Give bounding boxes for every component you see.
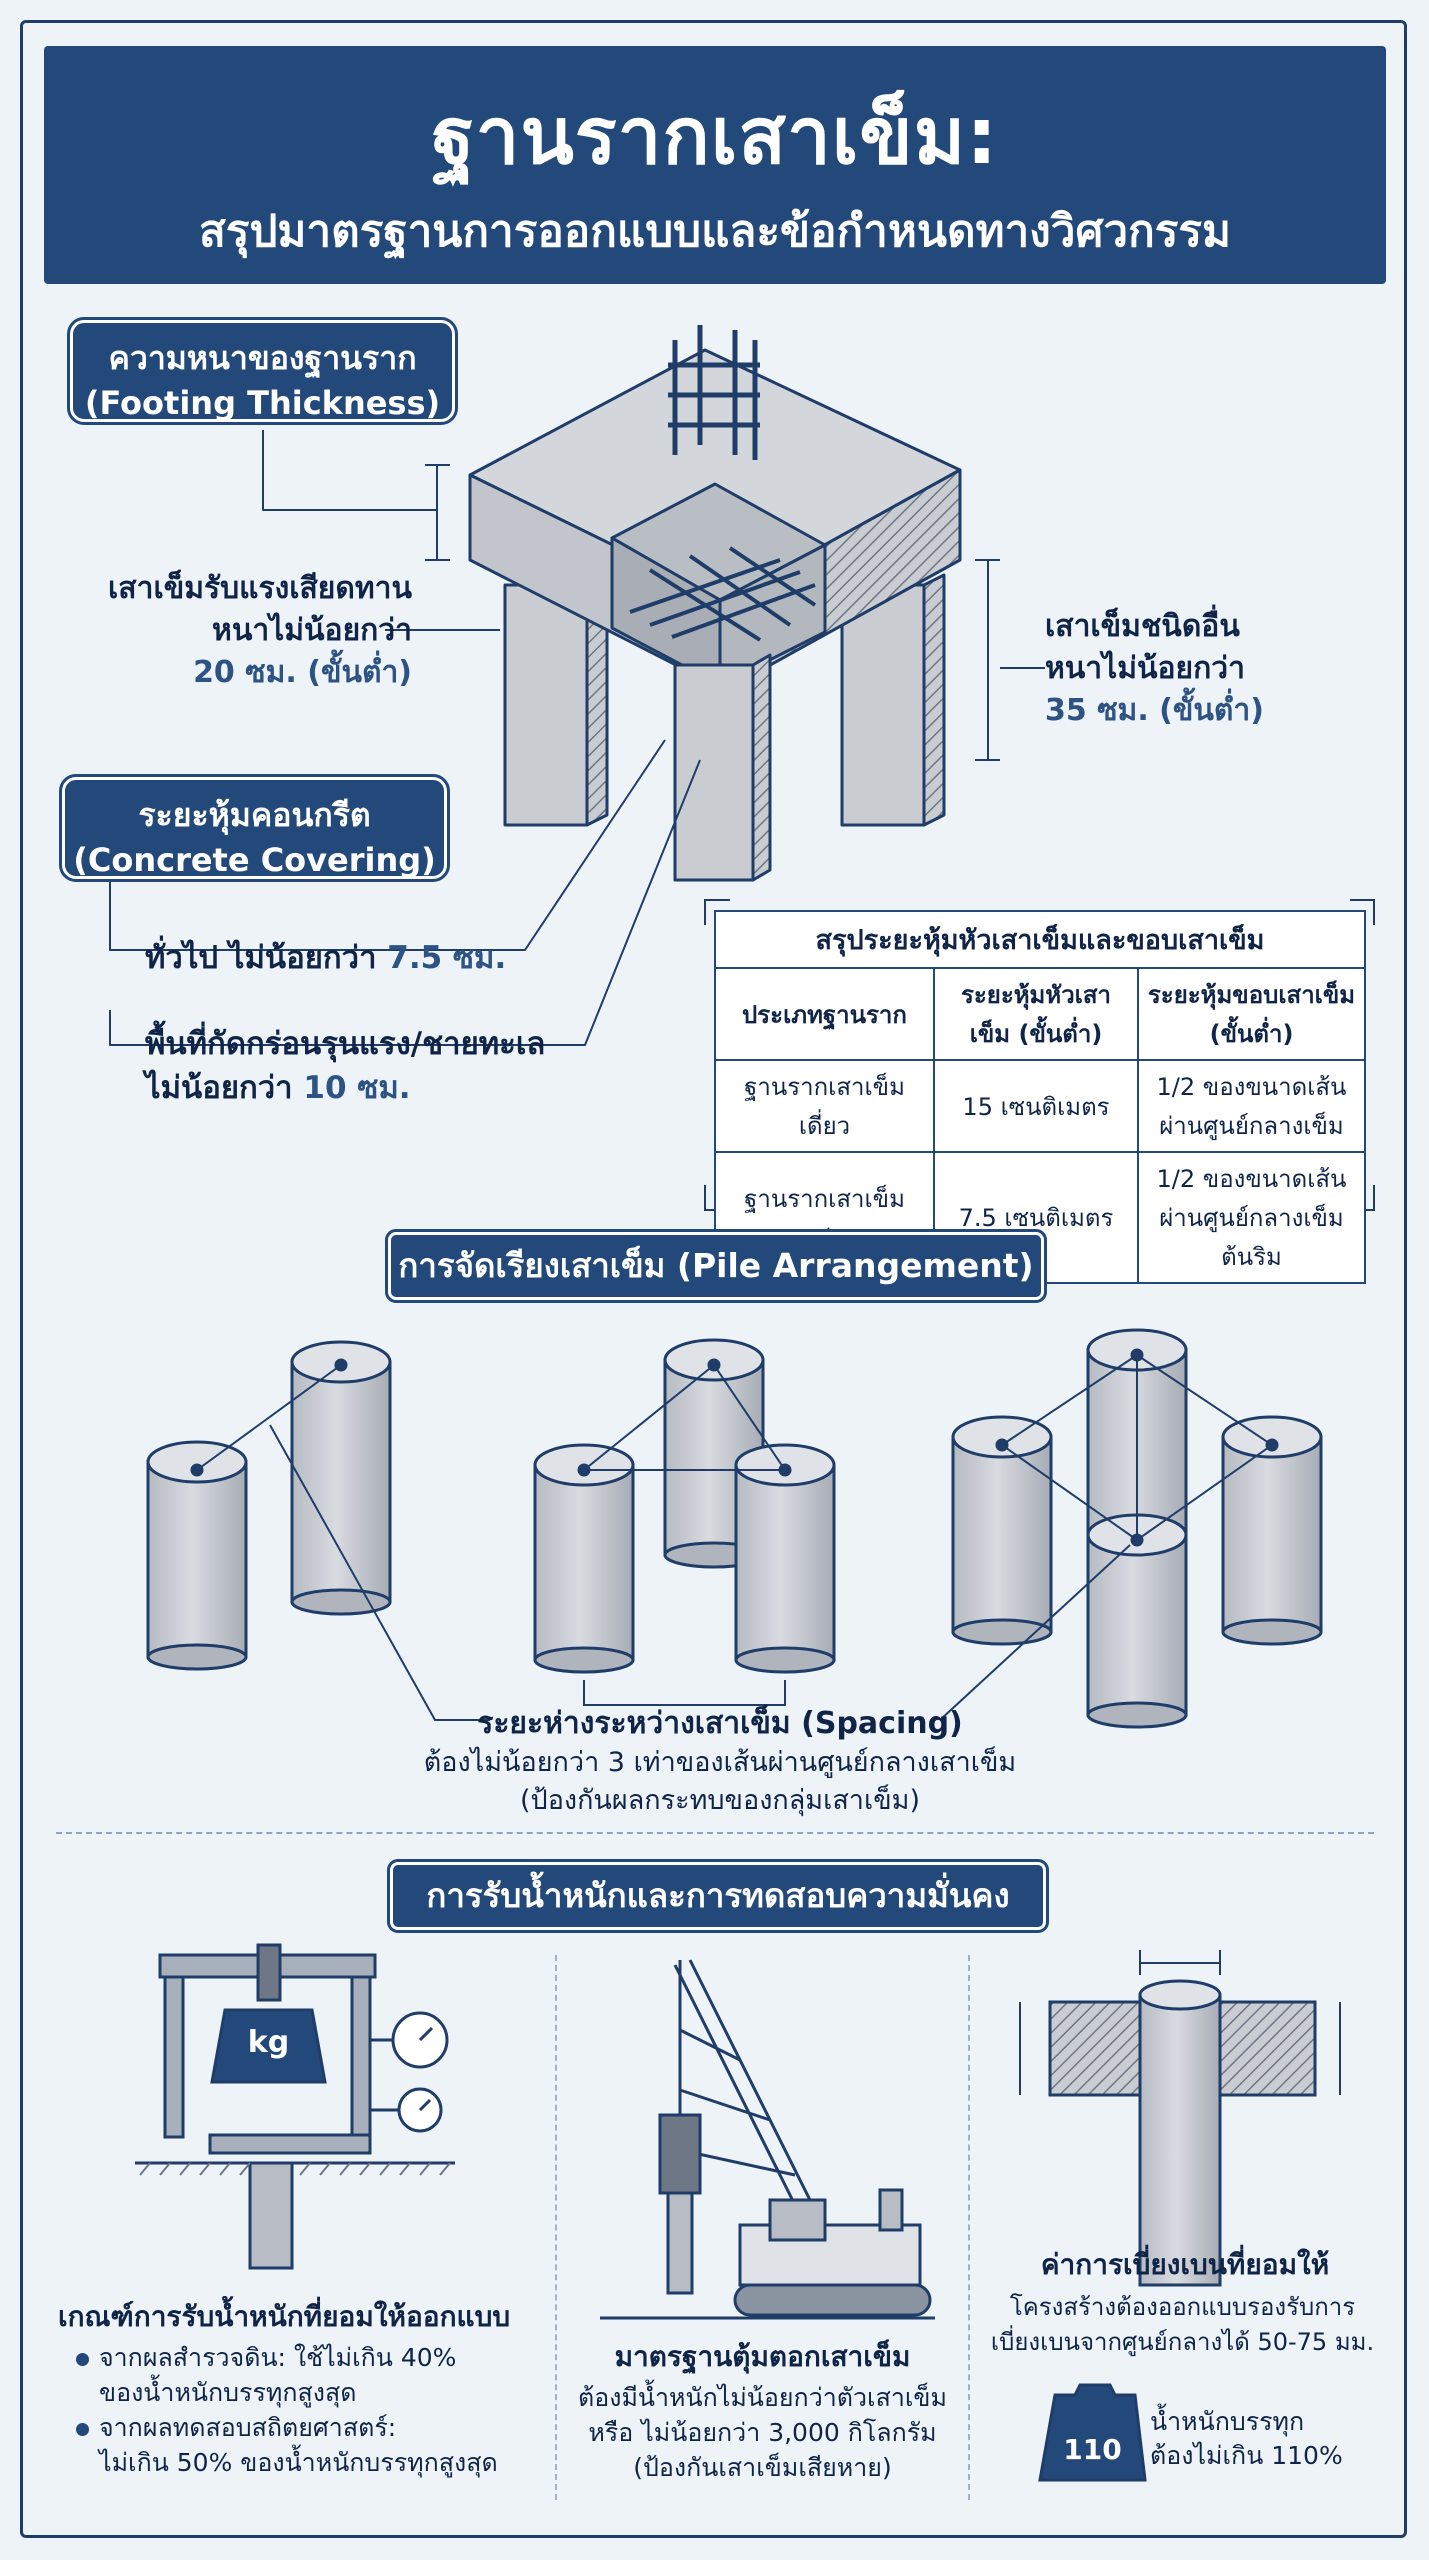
design-b2-line1: จากผลทดสอบสถิตยศาสตร์: xyxy=(99,2413,397,2442)
footing-thickness-label-en: (Footing Thickness) xyxy=(84,384,441,422)
table-cell: 15 เซนติเมตร xyxy=(933,1059,1139,1153)
page-subtitle: สรุปมาตรฐานการออกแบบและข้อกำหนดทางวิศวกร… xyxy=(198,206,1231,257)
spacing-note: ต้องไม่น้อยกว่า 3 เท่าของเส้นผ่านศูนย์กล… xyxy=(260,1744,1180,1820)
footing-thickness-label-th: ความหนาของฐานราก xyxy=(108,339,417,377)
table-cell: 1/2 ของขนาดเส้นผ่านศูนย์กลางเข็มต้นริม xyxy=(1137,1151,1366,1284)
friction-pile-note: เสาเข็มรับแรงเสียดทาน หนาไม่น้อยกว่า 20 … xyxy=(100,568,412,694)
covering-label-th: ระยะหุ้มคอนกรีต xyxy=(138,796,371,834)
hammer-line3: (ป้องกันเสาเข็มเสียหาย) xyxy=(633,2453,892,2482)
footing-diagram xyxy=(109,325,1045,1046)
design-b1-line1: จากผลสำรวจดิน: ใช้ไม่เกิน 40% xyxy=(99,2343,457,2372)
table-cell: ฐานรากเสาเข็มเดี่ยว xyxy=(714,1059,935,1153)
concrete-covering-label: ระยะหุ้มคอนกรีต (Concrete Covering) xyxy=(59,774,450,882)
list-item: จากผลสำรวจดิน: ใช้ไม่เกิน 40% xyxy=(76,2340,546,2375)
friction-line1: เสาเข็มรับแรงเสียดทาน xyxy=(108,571,412,606)
other-pile-note: เสาเข็มชนิดอื่น หนาไม่น้อยกว่า 35 ซม. (ข… xyxy=(1045,606,1295,732)
ground-hatch xyxy=(139,2162,451,2176)
overload-weight-icon-value: 110 xyxy=(1063,2433,1122,2466)
design-load-list: จากผลสำรวจดิน: ใช้ไม่เกิน 40% ของน้ำหนัก… xyxy=(76,2340,546,2480)
design-load-title: เกณฑ์การรับน้ำหนักที่ยอมให้ออกแบบ xyxy=(58,2300,511,2333)
covering-label-en: (Concrete Covering) xyxy=(73,841,436,879)
column-divider xyxy=(968,1955,970,2500)
hammer-line1: ต้องมีน้ำหนักไม่น้อยกว่าตัวเสาเข็ม xyxy=(577,2383,948,2412)
covering-corrosive-value: 10 ซม. xyxy=(303,1070,411,1106)
deviation-line1: โครงสร้างต้องออกแบบรองรับการ xyxy=(1009,2293,1356,2321)
table-header: ระยะหุ้มขอบเสาเข็ม (ขั้นต่ำ) xyxy=(1137,967,1366,1061)
design-b2-line2: ไม่เกิน 50% ของน้ำหนักบรรทุกสูงสุด xyxy=(99,2448,498,2477)
pile-driver-illustration xyxy=(600,1959,935,2320)
hammer-note: ต้องมีน้ำหนักไม่น้อยกว่าตัวเสาเข็ม หรือ … xyxy=(565,2380,960,2485)
hammer-title: มาตรฐานตุ้มตอกเสาเข็ม xyxy=(614,2340,911,2373)
table-cell: 1/2 ของขนาดเส้นผ่านศูนย์กลางเข็ม xyxy=(1137,1059,1366,1153)
table-row: ฐานรากเสาเข็มเดี่ยว 15 เซนติเมตร 1/2 ของ… xyxy=(714,1059,1366,1153)
other-line1: เสาเข็มชนิดอื่น xyxy=(1045,609,1240,644)
page-header: ฐานรากเสาเข็ม: สรุปมาตรฐานการออกแบบและข้… xyxy=(44,46,1386,284)
covering-corrosive-line2: ไม่น้อยกว่า xyxy=(145,1070,293,1106)
friction-value: 20 ซม. (ขั้นต่ำ) xyxy=(193,655,412,690)
pile-arrangement-title: การจัดเรียงเสาเข็ม (Pile Arrangement) xyxy=(385,1229,1047,1303)
other-line2: หนาไม่น้อยกว่า xyxy=(1045,651,1245,686)
list-item: จากผลทดสอบสถิตยศาสตร์: xyxy=(76,2410,546,2445)
kg-label: kg xyxy=(247,2025,290,2060)
load-test-illustration xyxy=(135,1943,455,2270)
table-header: ประเภทฐานราก xyxy=(714,967,935,1061)
bullet-icon xyxy=(76,2422,89,2436)
deviation-note: โครงสร้างต้องออกแบบรองรับการ เบี่ยงเบนจา… xyxy=(975,2290,1390,2360)
spacing-line2: (ป้องกันผลกระทบของกลุ่มเสาเข็ม) xyxy=(520,1785,920,1816)
covering-general-value: 7.5 ซม. xyxy=(387,940,507,976)
bullet-icon xyxy=(76,2352,89,2366)
hammer-line2: หรือ ไม่น้อยกว่า 3,000 กิโลกรัม xyxy=(588,2418,937,2447)
overload-line1: น้ำหนักบรรทุก xyxy=(1150,2407,1305,2436)
overload-note: น้ำหนักบรรทุก ต้องไม่เกิน 110% xyxy=(1150,2405,1380,2473)
cover-summary-table: สรุประยะหุ้มหัวเสาเข็มและขอบเสาเข็ม ประเ… xyxy=(714,910,1366,1284)
spacing-title: ระยะห่างระหว่างเสาเข็ม (Spacing) xyxy=(477,1706,963,1741)
other-value: 35 ซม. (ขั้นต่ำ) xyxy=(1045,693,1264,728)
page-title: ฐานรากเสาเข็ม: xyxy=(431,92,999,182)
section-divider xyxy=(56,1832,1374,1834)
page-frame xyxy=(20,20,1407,2538)
covering-general-text: ทั่วไป ไม่น้อยกว่า xyxy=(145,940,377,976)
loading-title: การรับน้ำหนักและการทดสอบความมั่นคง xyxy=(387,1859,1049,1933)
overload-line2: ต้องไม่เกิน 110% xyxy=(1150,2441,1343,2470)
design-b1-line2: ของน้ำหนักบรรทุกสูงสุด xyxy=(99,2378,357,2407)
table-title: สรุประยะหุ้มหัวเสาเข็มและขอบเสาเข็ม xyxy=(714,910,1366,969)
covering-corrosive: พื้นที่กัดกร่อนรุนแรง/ชายทะเล ไม่น้อยกว่… xyxy=(145,1022,545,1110)
deviation-line2: เบี่ยงเบนจากศูนย์กลางได้ 50-75 มม. xyxy=(990,2328,1375,2356)
table-header: ระยะหุ้มหัวเสาเข็ม (ขั้นต่ำ) xyxy=(933,967,1139,1061)
table-bracket xyxy=(704,899,1375,1211)
friction-line2: หนาไม่น้อยกว่า xyxy=(212,613,412,648)
covering-corrosive-line1: พื้นที่กัดกร่อนรุนแรง/ชายทะเล xyxy=(145,1026,546,1062)
deviation-title: ค่าการเบี่ยงเบนที่ยอมให้ xyxy=(1040,2248,1330,2281)
covering-general: ทั่วไป ไม่น้อยกว่า 7.5 ซม. xyxy=(145,932,506,982)
deviation-illustration xyxy=(1019,1950,1341,2482)
footing-thickness-label: ความหนาของฐานราก (Footing Thickness) xyxy=(67,317,458,425)
pile-arrangement-diagram xyxy=(146,1328,1323,1729)
spacing-line1: ต้องไม่น้อยกว่า 3 เท่าของเส้นผ่านศูนย์กล… xyxy=(423,1747,1017,1778)
column-divider xyxy=(555,1955,557,2500)
